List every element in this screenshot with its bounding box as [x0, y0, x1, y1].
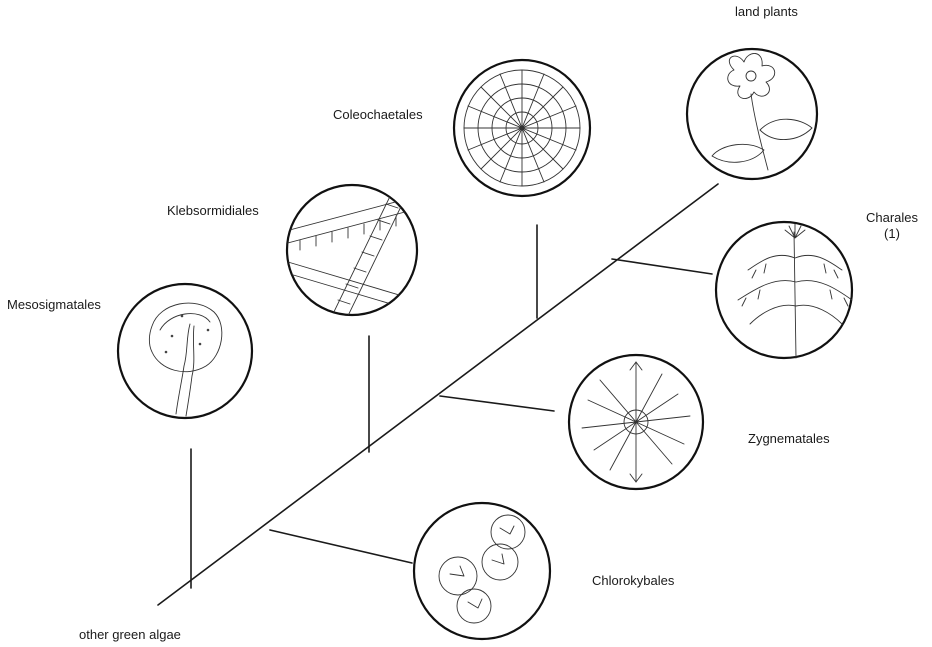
- label-charales-name: Charales: [862, 210, 922, 226]
- chlorokybales-illustration: [414, 503, 550, 639]
- klebsormidiales-illustration: [282, 184, 420, 324]
- branch-charales: [612, 259, 712, 274]
- label-other-green-algae: other green algae: [79, 627, 181, 643]
- label-zygnematales: Zygnematales: [748, 431, 830, 447]
- mesosigmatales-illustration: [118, 284, 252, 418]
- coleochaetales-illustration: [454, 60, 590, 196]
- zygnematales-illustration: [569, 355, 703, 489]
- label-chlorokybales: Chlorokybales: [592, 573, 674, 589]
- label-charales: Charales (1): [862, 210, 922, 242]
- label-charales-note: (1): [862, 226, 922, 242]
- label-land-plants: land plants: [735, 4, 798, 20]
- branch-chlorokybales: [270, 530, 412, 563]
- label-klebsormidiales: Klebsormidiales: [167, 203, 259, 219]
- land-plants-illustration: [687, 49, 817, 179]
- label-coleochaetales: Coleochaetales: [333, 107, 423, 123]
- charales-illustration: [716, 222, 852, 358]
- branch-zygnematales: [440, 396, 554, 411]
- label-mesosigmatales: Mesosigmatales: [7, 297, 101, 313]
